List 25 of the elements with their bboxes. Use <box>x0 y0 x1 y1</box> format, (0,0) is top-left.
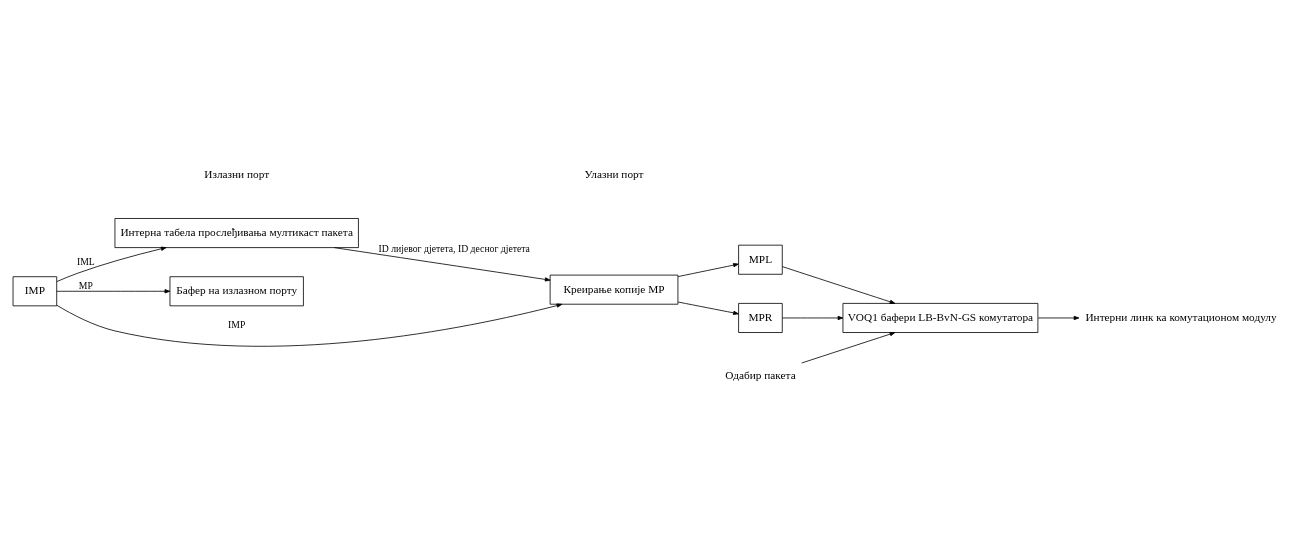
node-box: Бафер на излазном порту <box>169 275 304 306</box>
arrow <box>333 246 551 281</box>
arrow <box>801 331 896 363</box>
arrow <box>56 288 171 293</box>
arrow <box>782 315 844 320</box>
edge-label: ID лијевог дјетета, ID десног дјетета <box>378 242 530 254</box>
edge-label: IMP <box>228 318 246 330</box>
label: Излазни порт <box>204 167 270 180</box>
node-box: Креирање копије MP <box>549 274 679 305</box>
arrow <box>56 302 563 347</box>
edge-label: IML <box>76 255 95 267</box>
arrow <box>56 246 167 282</box>
node-box: MPR <box>738 302 783 333</box>
edge-label: MP <box>78 279 93 291</box>
arrow <box>677 301 739 315</box>
node-box: IMP <box>12 275 58 306</box>
node-box: MPL <box>738 244 783 275</box>
arrow <box>677 262 739 277</box>
node-text: Интерни линк ка комутационом модулу <box>1085 310 1277 323</box>
label: Улазни порт <box>584 167 644 180</box>
node-box: VOQ1 бафери LB-BvN-GS комутатора <box>842 302 1039 333</box>
node-text: Одабир пакета <box>725 368 796 381</box>
arrow <box>1037 315 1080 320</box>
node-box: Интерна табела прослеђивања мултикаст пакета <box>114 217 359 248</box>
arrow <box>782 265 896 304</box>
